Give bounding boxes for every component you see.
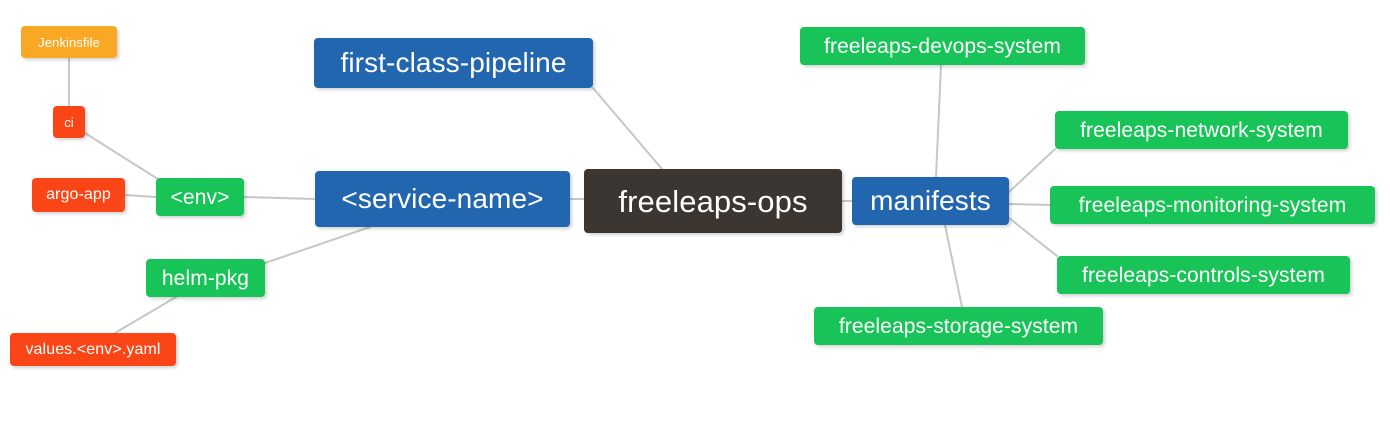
node-helm-pkg[interactable]: helm-pkg	[146, 259, 265, 297]
node-jenkinsfile[interactable]: Jenkinsfile	[21, 26, 117, 58]
node-label-helm-pkg: helm-pkg	[161, 266, 250, 290]
edge-manifests-to-freeleaps-storage-system	[944, 224, 963, 308]
node-env[interactable]: <env>	[156, 178, 244, 216]
edge-values-yaml-to-helm-pkg	[114, 296, 177, 334]
node-label-freeleaps-devops-system: freeleaps-devops-system	[824, 34, 1061, 58]
node-label-root: freeleaps-ops	[618, 183, 808, 219]
node-label-ci: ci	[64, 114, 74, 130]
node-manifests[interactable]: manifests	[852, 177, 1009, 225]
edge-argo-app-to-env	[124, 194, 157, 198]
node-label-freeleaps-storage-system: freeleaps-storage-system	[838, 314, 1079, 338]
node-ci[interactable]: ci	[53, 106, 85, 138]
node-first-class-pipeline[interactable]: first-class-pipeline	[314, 38, 593, 88]
node-label-jenkinsfile: Jenkinsfile	[38, 34, 100, 50]
node-label-freeleaps-network-system: freeleaps-network-system	[1080, 118, 1323, 142]
edge-first-class-pipeline-to-root	[592, 87, 663, 170]
node-label-freeleaps-monitoring-system: freeleaps-monitoring-system	[1078, 193, 1347, 217]
node-label-first-class-pipeline: first-class-pipeline	[340, 47, 567, 78]
node-label-service-name: <service-name>	[341, 183, 544, 214]
edge-manifests-to-freeleaps-controls-system	[1008, 217, 1058, 257]
node-freeleaps-devops-system[interactable]: freeleaps-devops-system	[800, 27, 1085, 65]
node-freeleaps-network-system[interactable]: freeleaps-network-system	[1055, 111, 1348, 149]
node-root[interactable]: freeleaps-ops	[584, 169, 842, 233]
node-label-values-yaml: values.<env>.yaml	[25, 340, 161, 358]
edge-manifests-to-freeleaps-devops-system	[935, 64, 942, 178]
edge-ci-to-env	[84, 132, 162, 182]
node-freeleaps-controls-system[interactable]: freeleaps-controls-system	[1057, 256, 1350, 294]
node-argo-app[interactable]: argo-app	[32, 178, 125, 212]
node-label-freeleaps-controls-system: freeleaps-controls-system	[1082, 263, 1325, 287]
edge-env-to-service-name	[243, 196, 316, 200]
edge-helm-pkg-to-service-name	[264, 226, 371, 264]
node-service-name[interactable]: <service-name>	[315, 171, 570, 227]
node-values-yaml[interactable]: values.<env>.yaml	[10, 333, 176, 366]
edge-manifests-to-freeleaps-monitoring-system	[1008, 203, 1051, 206]
node-label-argo-app: argo-app	[46, 186, 111, 203]
node-label-env: <env>	[170, 185, 230, 209]
edge-manifests-to-freeleaps-network-system	[1008, 148, 1056, 193]
node-label-manifests: manifests	[870, 185, 991, 216]
node-freeleaps-storage-system[interactable]: freeleaps-storage-system	[814, 307, 1103, 345]
node-freeleaps-monitoring-system[interactable]: freeleaps-monitoring-system	[1050, 186, 1375, 224]
